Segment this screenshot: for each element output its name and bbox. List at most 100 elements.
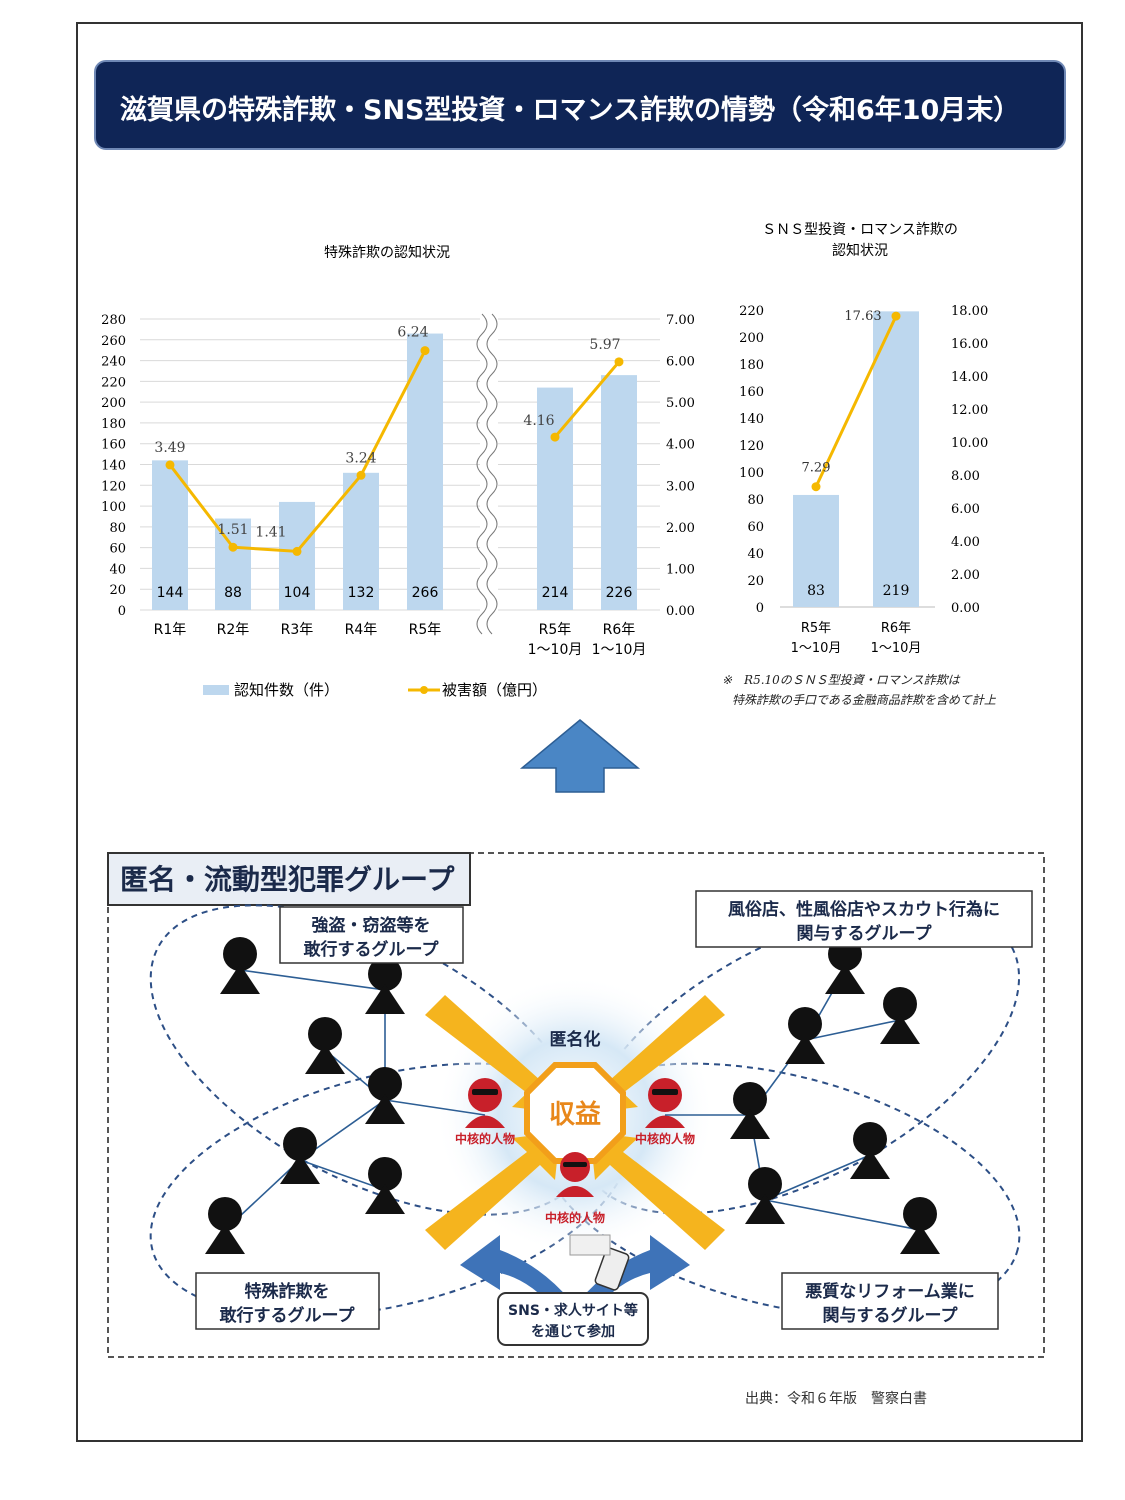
y-tick-label: 260 bbox=[101, 334, 126, 349]
bar-value-label: 83 bbox=[807, 583, 825, 599]
y-tick-label: 120 bbox=[739, 439, 764, 454]
bar bbox=[152, 460, 188, 610]
y-tick-label: 160 bbox=[101, 438, 126, 453]
x-tick-label: R6年 bbox=[603, 622, 636, 638]
legend-label-line: 被害額（億円） bbox=[442, 681, 547, 699]
axis-break-mark bbox=[486, 313, 498, 635]
chart-title: 認知状況 bbox=[832, 242, 888, 259]
line-series-segment bbox=[553, 360, 621, 439]
line-value-label: 5.97 bbox=[589, 337, 620, 353]
bar-value-label: 214 bbox=[542, 585, 569, 601]
y-tick-label: 20 bbox=[747, 574, 764, 589]
x-tick-label: R2年 bbox=[217, 622, 250, 638]
group-label-robbery-1: 強盗・窃盗等を bbox=[312, 915, 431, 936]
bar bbox=[407, 333, 443, 610]
bar-value-label: 88 bbox=[224, 585, 242, 601]
y-tick-label: 280 bbox=[101, 313, 126, 328]
person-icon bbox=[745, 1167, 785, 1224]
y2-tick-label: 4.00 bbox=[951, 535, 980, 550]
y2-tick-label: 0.00 bbox=[951, 601, 980, 616]
line-point bbox=[356, 470, 366, 480]
line-point bbox=[614, 357, 624, 367]
line-point bbox=[228, 542, 238, 552]
y2-tick-label: 4.00 bbox=[666, 438, 695, 453]
bar-value-label: 144 bbox=[157, 585, 184, 601]
line-value-label: 6.24 bbox=[397, 325, 428, 341]
y-tick-label: 80 bbox=[109, 521, 126, 536]
line-value-label: 3.24 bbox=[345, 450, 376, 466]
bar bbox=[793, 494, 839, 607]
bar bbox=[873, 311, 919, 607]
x-tick-label: R3年 bbox=[281, 622, 314, 638]
line-point bbox=[891, 311, 901, 321]
join-arrows bbox=[460, 1235, 690, 1310]
bar-value-label: 226 bbox=[606, 585, 633, 601]
group-box-reform: 悪質なリフォーム業に 関与するグループ bbox=[781, 1272, 999, 1330]
chart-title: ＳＮＳ型投資・ロマンス詐欺の bbox=[762, 222, 958, 238]
y-tick-label: 40 bbox=[109, 562, 126, 577]
person-icon bbox=[785, 1007, 825, 1064]
y-tick-label: 220 bbox=[101, 375, 126, 390]
group-box-adult: 風俗店、性風俗店やスカウト行為に 関与するグループ bbox=[695, 890, 1033, 948]
y-tick-label: 60 bbox=[747, 520, 764, 535]
axis-break-mark bbox=[476, 313, 488, 635]
line-point bbox=[165, 460, 175, 470]
person-icon bbox=[365, 1157, 405, 1214]
diagram-title-box bbox=[107, 852, 471, 906]
person-icon bbox=[365, 1067, 405, 1124]
y2-tick-label: 2.00 bbox=[666, 521, 695, 536]
y2-tick-label: 6.00 bbox=[951, 502, 980, 517]
core-label-left: 中核的人物 bbox=[455, 1131, 515, 1146]
group-members bbox=[205, 937, 940, 1254]
y2-tick-label: 5.00 bbox=[666, 396, 695, 411]
group-label-fraud-2: 敢行するグループ bbox=[220, 1305, 356, 1326]
y-tick-label: 140 bbox=[739, 412, 764, 427]
legend-label-bar: 認知件数（件） bbox=[234, 681, 339, 699]
bar-value-label: 219 bbox=[883, 583, 910, 599]
x-tick-label: R6年 bbox=[881, 621, 911, 636]
core-person-left: 中核的人物 bbox=[455, 1078, 515, 1146]
page-frame bbox=[76, 22, 1083, 1442]
line-value-label: 1.41 bbox=[255, 524, 286, 540]
y-tick-label: 180 bbox=[739, 358, 764, 373]
up-arrow-icon bbox=[519, 719, 641, 793]
y-tick-label: 180 bbox=[101, 417, 126, 432]
line-value-label: 3.49 bbox=[154, 440, 185, 456]
group-label-fraud-1: 特殊詐欺を bbox=[245, 1281, 330, 1302]
line-point bbox=[811, 482, 821, 492]
y-tick-label: 40 bbox=[747, 547, 764, 562]
bar-value-label: 104 bbox=[284, 585, 311, 601]
join-label-2: を通じて参加 bbox=[531, 1323, 615, 1340]
x-tick-label: R5年 bbox=[539, 622, 572, 638]
anonymization-label: 匿名化 bbox=[550, 1029, 601, 1050]
y-tick-label: 200 bbox=[101, 396, 126, 411]
join-box: SNS・求人サイト等 を通じて参加 bbox=[497, 1292, 649, 1346]
y2-tick-label: 6.00 bbox=[666, 355, 695, 370]
bar-value-label: 266 bbox=[412, 585, 439, 601]
core-label-bottom: 中核的人物 bbox=[545, 1210, 605, 1225]
x-tick-label: R5年 bbox=[409, 622, 442, 638]
line-value-label: 17.63 bbox=[844, 309, 881, 324]
y-tick-label: 160 bbox=[739, 385, 764, 400]
x-tick-label: R4年 bbox=[345, 622, 378, 638]
chart-title: 特殊詐欺の認知状況 bbox=[324, 244, 450, 261]
y2-tick-label: 2.00 bbox=[951, 568, 980, 583]
line-point bbox=[292, 546, 302, 556]
bar bbox=[343, 472, 379, 610]
note-line-1: ※ R5.10のＳＮＳ型投資・ロマンス詐欺は bbox=[722, 673, 960, 687]
title-banner: 滋賀県の特殊詐欺・SNS型投資・ロマンス詐欺の情勢（令和6年10月末） bbox=[94, 60, 1066, 150]
y-tick-label: 200 bbox=[739, 331, 764, 346]
person-icon bbox=[305, 1017, 345, 1074]
join-label-1: SNS・求人サイト等 bbox=[508, 1302, 638, 1319]
y2-tick-label: 1.00 bbox=[666, 562, 695, 577]
y-tick-label: 0 bbox=[756, 601, 764, 616]
group-label-reform-1: 悪質なリフォーム業に bbox=[805, 1281, 975, 1302]
x-tick-label: 1〜10月 bbox=[871, 641, 922, 656]
x-tick-label: 1〜10月 bbox=[791, 641, 842, 656]
group-label-robbery-2: 敢行するグループ bbox=[304, 939, 440, 960]
y-tick-label: 80 bbox=[747, 493, 764, 508]
group-label-adult-1: 風俗店、性風俗店やスカウト行為に bbox=[728, 899, 1000, 920]
person-icon bbox=[220, 937, 260, 994]
line-point bbox=[420, 346, 430, 356]
